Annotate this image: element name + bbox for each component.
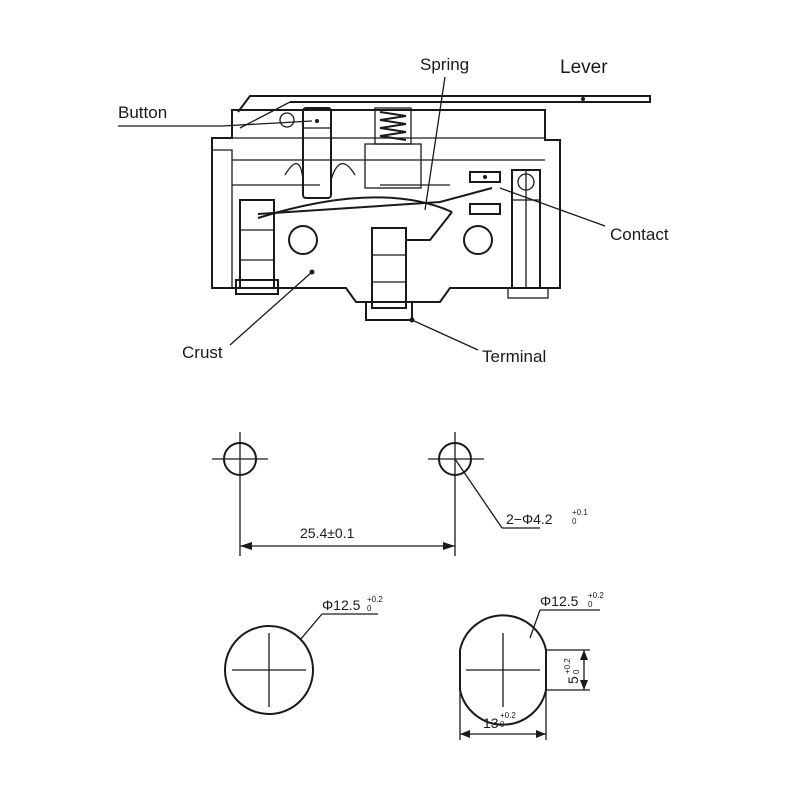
flatted-cutout: Φ12.5 +0.2 0 5 +0.2 0 13 +0.2 0 <box>459 591 604 740</box>
contact-label: Contact <box>610 225 669 244</box>
flatted-height: 5 <box>565 676 581 684</box>
spacing-value: 25.4±0.1 <box>300 525 355 541</box>
label-terminal: Terminal <box>409 317 546 366</box>
flatted-dia: Φ12.5 <box>540 593 579 609</box>
spring <box>364 107 422 189</box>
flatted-width-tol-lower: 0 <box>500 720 505 729</box>
round-tol-lower: 0 <box>367 604 372 613</box>
button-label: Button <box>118 103 167 122</box>
label-crust: Crust <box>182 269 315 362</box>
moving-contact-leaf <box>257 171 501 219</box>
spacing-dimension: 25.4±0.1 <box>240 525 455 550</box>
label-button: Button <box>118 103 313 127</box>
hole-right <box>428 432 484 556</box>
lever-label: Lever <box>560 57 608 78</box>
flatted-width-tol-upper: +0.2 <box>500 711 516 720</box>
left-terminal <box>235 199 279 295</box>
spring-label: Spring <box>420 55 469 74</box>
middle-terminal <box>365 211 453 321</box>
mounting-hole-layout: 25.4±0.1 2−Φ4.2 +0.1 0 <box>212 432 588 556</box>
label-lever: Lever <box>560 57 608 78</box>
label-spring: Spring <box>420 55 469 211</box>
crust-label: Crust <box>182 343 223 362</box>
flatted-tol-upper: +0.2 <box>588 591 604 600</box>
body-mounting-holes <box>288 225 493 255</box>
hole-left <box>212 432 268 556</box>
round-cutout: Φ12.5 +0.2 0 <box>224 595 383 715</box>
flatted-width: 13 <box>483 715 499 731</box>
terminal-label: Terminal <box>482 347 546 366</box>
flatted-tol-lower: 0 <box>588 600 593 609</box>
switch-cross-section <box>211 95 651 321</box>
housing <box>211 109 561 303</box>
round-tol-upper: +0.2 <box>367 595 383 604</box>
lever <box>237 95 651 129</box>
hole-callout: 2−Φ4.2 +0.1 0 <box>454 458 588 529</box>
flatted-height-tol-upper: +0.2 <box>563 658 572 674</box>
flatted-height-tol-lower: 0 <box>572 669 581 674</box>
label-contact: Contact <box>499 187 669 244</box>
button <box>279 107 356 199</box>
hole-spec: 2−Φ4.2 <box>506 511 553 527</box>
round-dia: Φ12.5 <box>322 597 361 613</box>
hole-tol-upper: +0.1 <box>572 508 588 517</box>
fixed-contact <box>507 169 549 299</box>
hole-tol-lower: 0 <box>572 517 577 526</box>
